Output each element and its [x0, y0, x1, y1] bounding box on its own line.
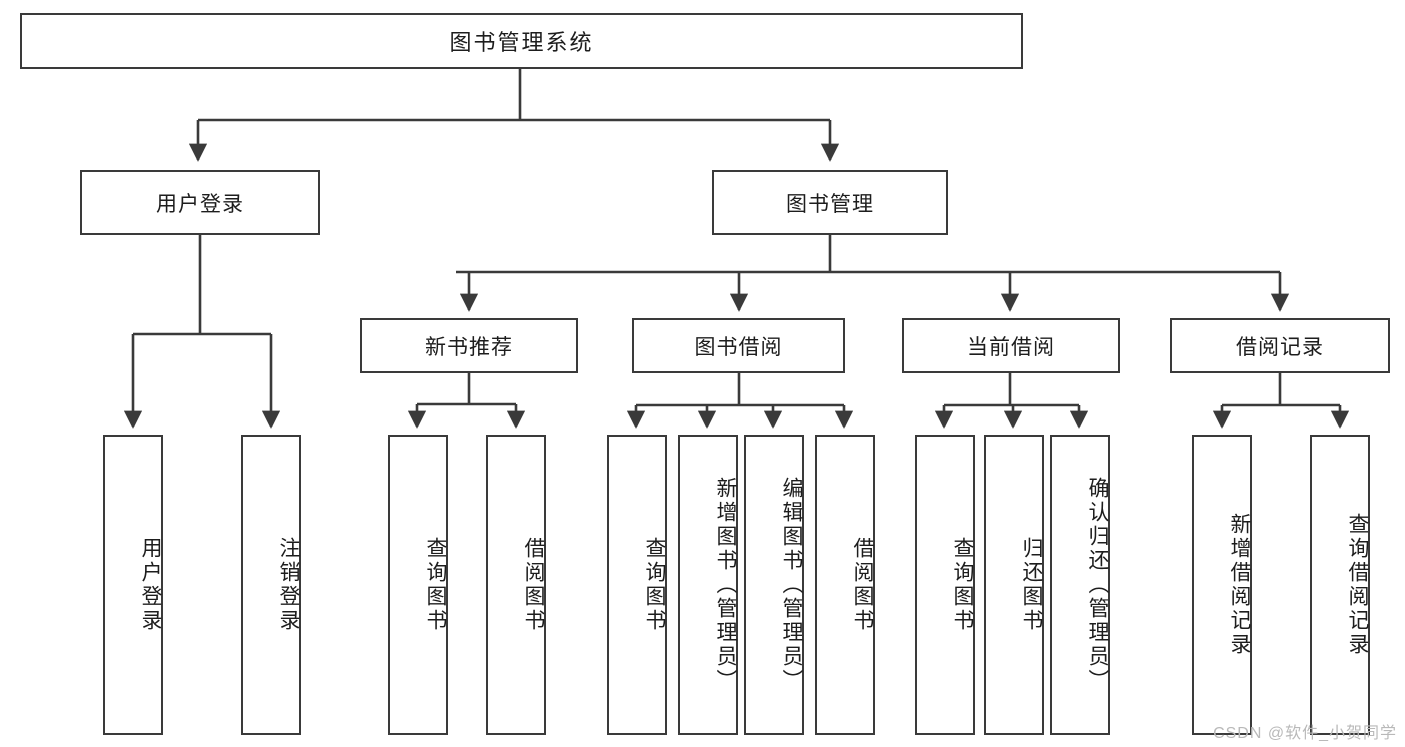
node-borrow-record[interactable]: 借阅记录 — [1170, 318, 1390, 373]
node-label: 图书管理 — [786, 192, 874, 216]
node-label: 注销登录 — [277, 537, 300, 633]
node-label: 查询图书 — [951, 537, 974, 633]
watermark: CSDN @软件_小贺同学 — [1213, 725, 1397, 742]
node-label: 用户登录 — [156, 192, 244, 216]
node-label: 归还图书 — [1020, 537, 1043, 633]
node-book-management[interactable]: 图书管理 — [712, 170, 948, 235]
node-user-login[interactable]: 用户登录 — [80, 170, 320, 235]
node-label: 查询图书 — [424, 537, 447, 633]
node-label: 编辑图书（管理员） — [780, 477, 803, 693]
node-label: 新增图书（管理员） — [714, 477, 737, 693]
leaf-recommend-query-book[interactable]: 查询图书 — [388, 435, 448, 735]
leaf-current-confirm-return-admin[interactable]: 确认归还（管理员） — [1050, 435, 1110, 735]
leaf-borrow-add-book-admin[interactable]: 新增图书（管理员） — [678, 435, 738, 735]
leaf-record-query-record[interactable]: 查询借阅记录 — [1310, 435, 1370, 735]
leaf-borrow-query-book[interactable]: 查询图书 — [607, 435, 667, 735]
node-label: 借阅记录 — [1236, 335, 1324, 359]
leaf-user-login[interactable]: 用户登录 — [103, 435, 163, 735]
leaf-current-query-book[interactable]: 查询图书 — [915, 435, 975, 735]
leaf-recommend-borrow-book[interactable]: 借阅图书 — [486, 435, 546, 735]
node-label: 新书推荐 — [425, 335, 513, 359]
node-new-book-recommend[interactable]: 新书推荐 — [360, 318, 578, 373]
node-label: 借阅图书 — [851, 537, 874, 633]
node-root-system[interactable]: 图书管理系统 — [20, 13, 1023, 69]
node-current-borrow[interactable]: 当前借阅 — [902, 318, 1120, 373]
node-label: 用户登录 — [139, 537, 162, 633]
node-label: 图书管理系统 — [449, 30, 594, 55]
node-label: 查询借阅记录 — [1346, 513, 1369, 657]
node-label: 查询图书 — [643, 537, 666, 633]
node-label: 图书借阅 — [694, 335, 783, 359]
node-label: 确认归还（管理员） — [1086, 477, 1109, 693]
node-label: 新增借阅记录 — [1228, 513, 1251, 657]
node-book-borrow[interactable]: 图书借阅 — [632, 318, 845, 373]
node-label: 当前借阅 — [967, 335, 1055, 359]
leaf-borrow-edit-book-admin[interactable]: 编辑图书（管理员） — [744, 435, 804, 735]
leaf-borrow-borrow-book[interactable]: 借阅图书 — [815, 435, 875, 735]
node-label: 借阅图书 — [522, 537, 545, 633]
leaf-current-return-book[interactable]: 归还图书 — [984, 435, 1044, 735]
leaf-user-logout[interactable]: 注销登录 — [241, 435, 301, 735]
leaf-record-add-record[interactable]: 新增借阅记录 — [1192, 435, 1252, 735]
